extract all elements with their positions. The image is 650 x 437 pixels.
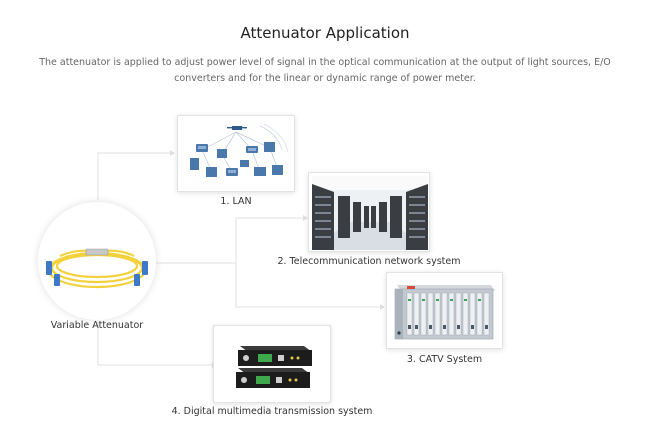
page-description: The attenuator is applied to adjust powe… (39, 57, 611, 84)
arrow-lan (170, 150, 175, 156)
line-to-telecom (156, 217, 303, 264)
telecom-image-card (308, 172, 430, 252)
multimedia-image-card (213, 325, 331, 403)
application-label-multimedia: 4. Digital multimedia transmission syste… (171, 406, 373, 417)
lan-network-illustration (190, 123, 289, 177)
attenuator-image-circle (38, 202, 156, 320)
catv-image-card (386, 272, 503, 349)
media-converter-illustration (236, 346, 312, 388)
page-title: Attenuator Application (240, 24, 410, 42)
line-to-catv (235, 263, 380, 308)
server-room-illustration (312, 176, 428, 250)
arrow-catv (380, 304, 385, 310)
application-label-lan: 1. LAN (220, 196, 252, 207)
fiber-patch-cord-image (46, 248, 148, 289)
arrow-telecom (303, 215, 308, 221)
catv-chassis-illustration (394, 285, 495, 340)
application-label-catv: 3. CATV System (406, 354, 483, 365)
lan-image-card (177, 115, 295, 192)
line-to-lan (97, 152, 170, 200)
source-label: Variable Attenuator (50, 320, 144, 331)
application-label-telecom: 2. Telecommunication network system (277, 256, 461, 267)
line-to-multimedia (97, 322, 212, 366)
